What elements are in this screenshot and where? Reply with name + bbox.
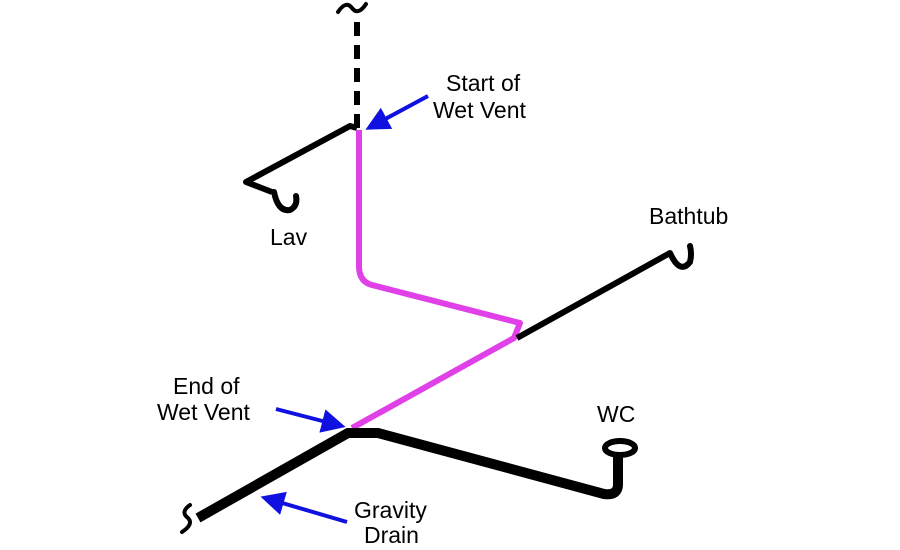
lav-label: Lav — [270, 224, 308, 250]
bathtub-trap-icon — [667, 243, 694, 270]
pipe-break-symbol-bottom — [180, 503, 192, 534]
end-wet-vent-arrow — [275, 407, 346, 433]
start-wet-vent-label-line2: Wet Vent — [433, 97, 527, 123]
wc-flange-icon — [602, 438, 638, 458]
wet-vent-pipe — [350, 130, 523, 431]
end-wet-vent-label-line2: Wet Vent — [157, 399, 251, 425]
start-wet-vent-arrow — [365, 94, 429, 130]
end-wet-vent-label-line1: End of — [173, 373, 240, 399]
lav-arm-pipe — [243, 123, 358, 195]
wc-label: WC — [597, 401, 635, 427]
gravity-drain-arrow — [260, 491, 348, 524]
pipe-break-symbol-top — [336, 2, 368, 14]
gravity-drain-label-line2: Drain — [364, 522, 419, 548]
lav-trap-icon — [271, 189, 300, 214]
bathtub-label: Bathtub — [649, 203, 728, 229]
start-wet-vent-label-line1: Start of — [446, 70, 521, 96]
gravity-drain-pipe — [195, 428, 623, 523]
bathtub-arm-pipe — [515, 250, 672, 341]
gravity-drain-label-line1: Gravity — [354, 497, 427, 523]
